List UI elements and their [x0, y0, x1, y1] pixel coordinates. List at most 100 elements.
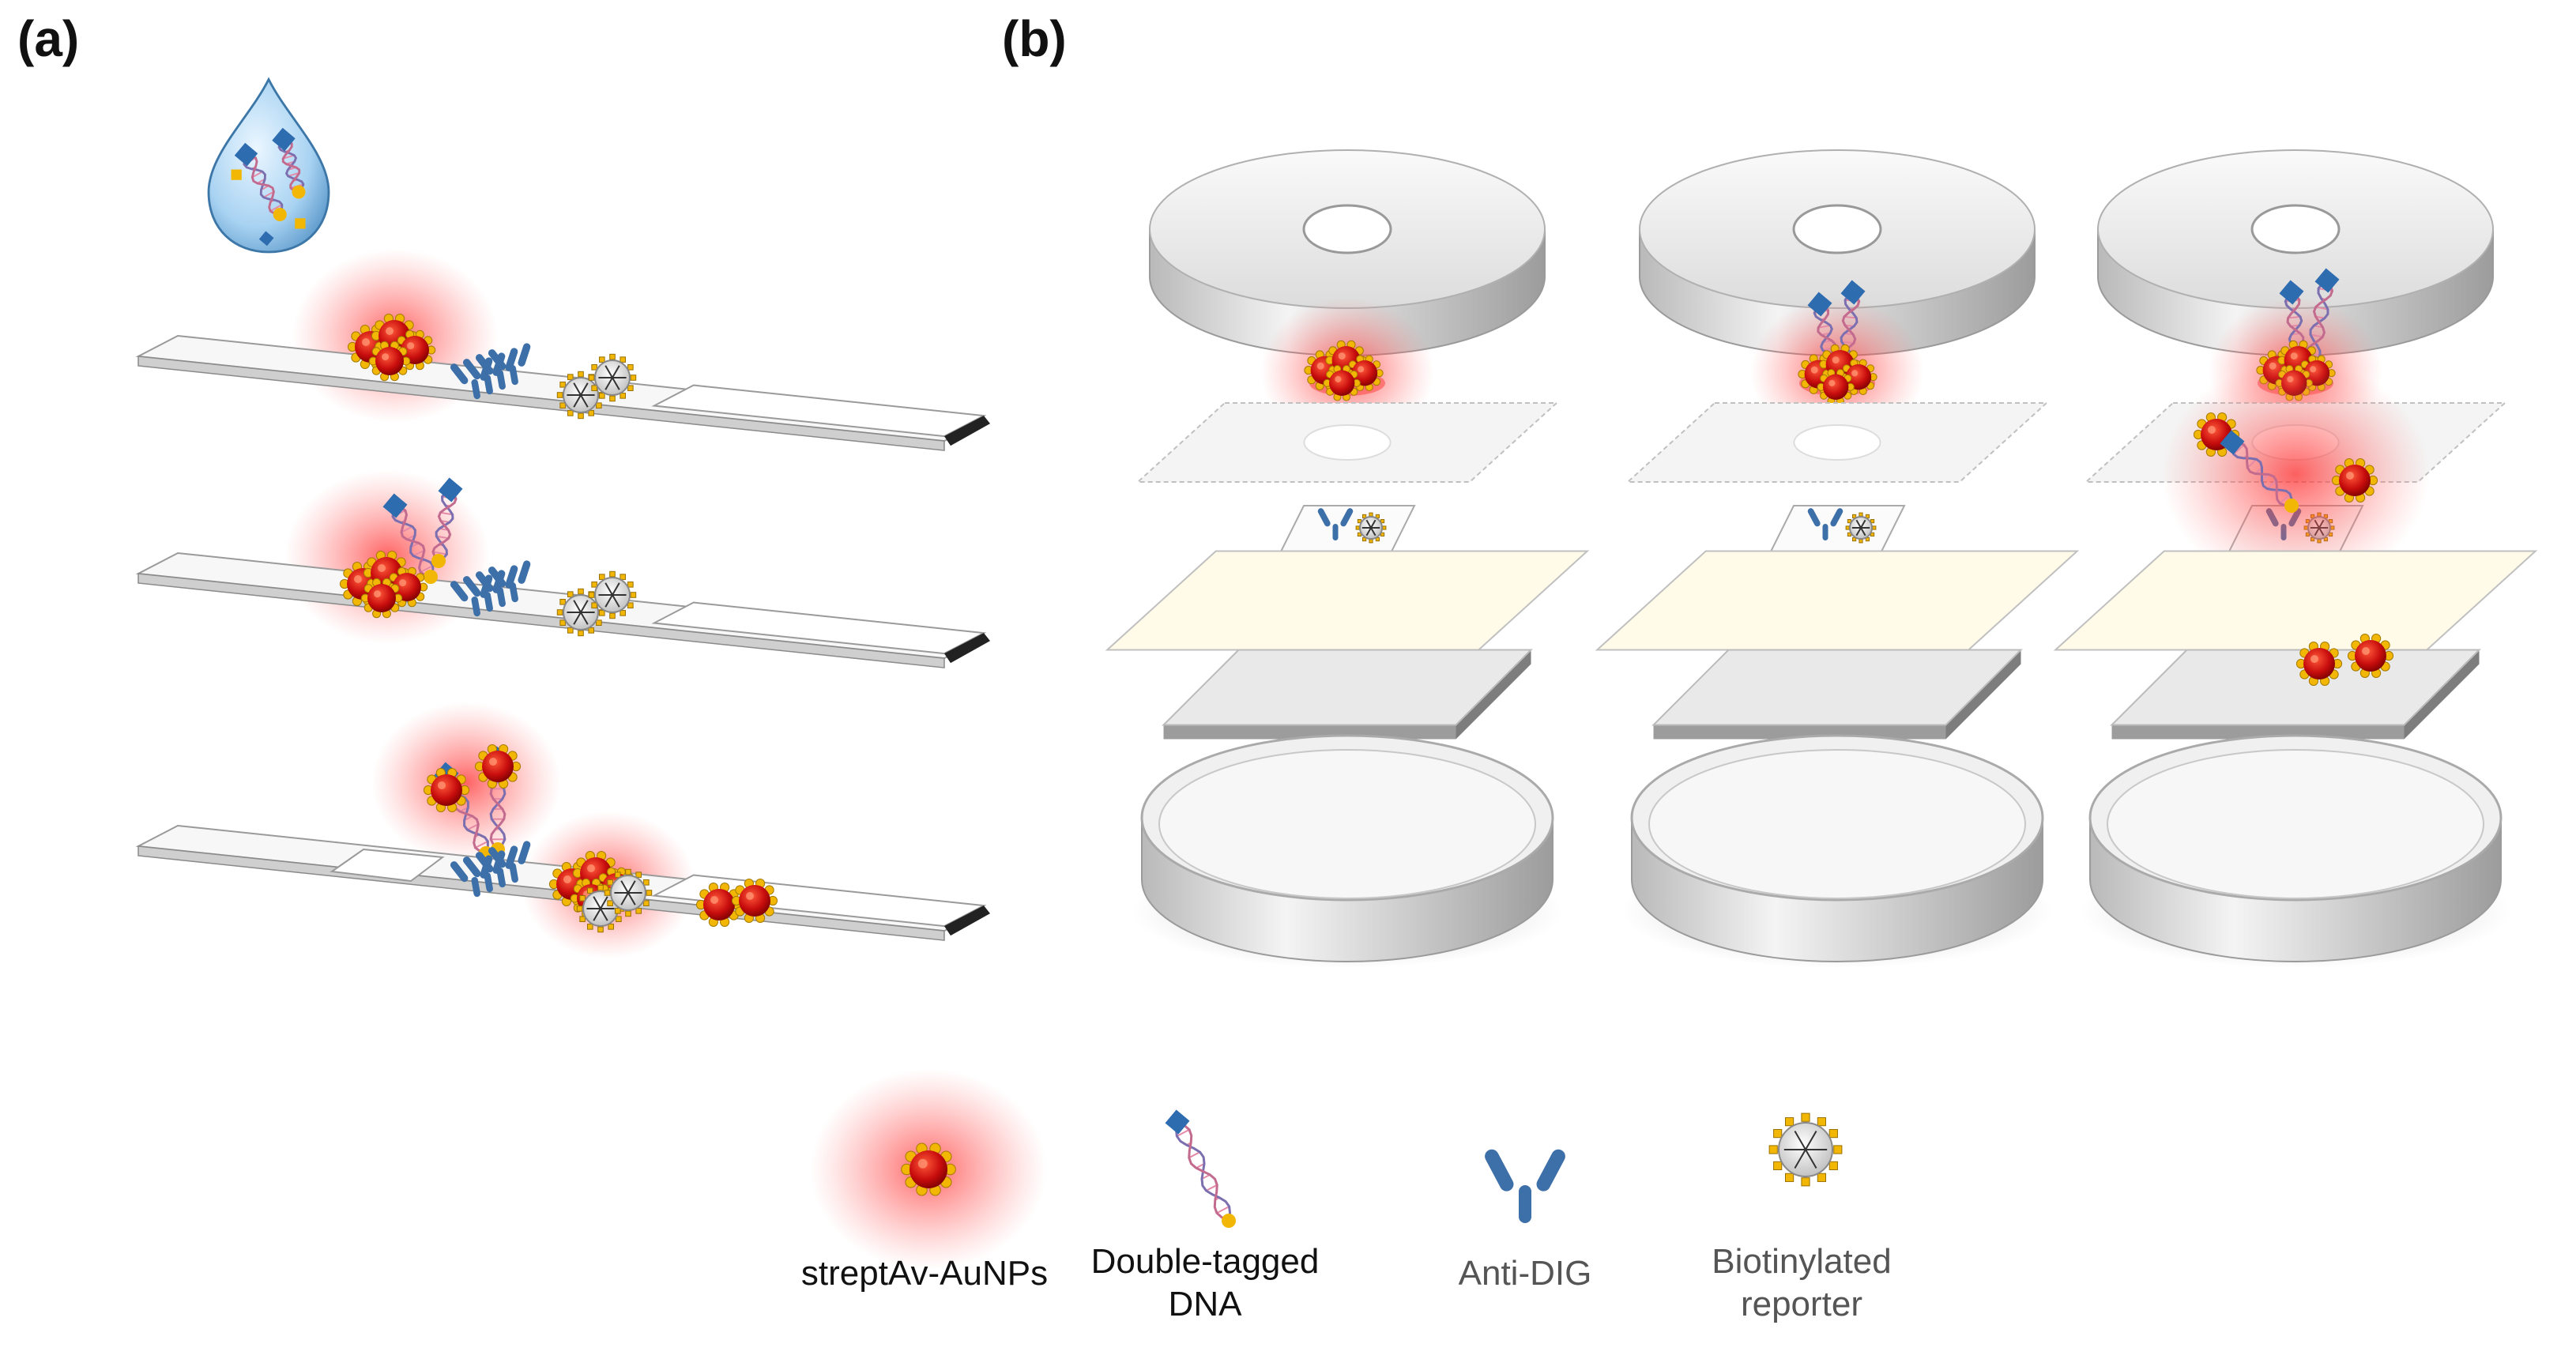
dig-tag [382, 493, 408, 518]
double-tagged-dna-icon [1165, 1109, 1236, 1228]
slab-top [1162, 649, 1533, 726]
biotinylated-reporter [556, 588, 605, 637]
double-tagged-dna [2220, 430, 2299, 513]
biotin-tag [556, 392, 563, 398]
base-pair [251, 171, 263, 179]
biotin-tag [627, 385, 634, 391]
biotin-tag [643, 900, 650, 907]
nanoparticle-cluster [347, 314, 436, 382]
biotin-tag [1852, 536, 1857, 542]
biotin-tag [1870, 519, 1875, 524]
gold-core [482, 751, 514, 782]
dendrimer-branch [612, 582, 620, 596]
highlight [386, 327, 394, 335]
base-pair [269, 204, 283, 213]
dig-tag [2279, 280, 2304, 305]
biotin-tag [567, 627, 574, 634]
antibody-stem [496, 867, 506, 888]
dig-tag [1807, 292, 1832, 317]
dna-strand [431, 489, 458, 562]
biotin-tag [596, 619, 602, 627]
biotin-tag [1801, 1112, 1810, 1122]
base-pair [2315, 306, 2329, 311]
base-pair [2288, 315, 2301, 319]
antibody-stem [1519, 1185, 1531, 1223]
antibody-arm-left [462, 359, 481, 380]
biotin-tag [578, 588, 584, 595]
biotin-tag [630, 592, 637, 598]
slab-top [1651, 649, 2023, 726]
anti-dig-antibody [1807, 508, 1843, 540]
biotin-tag [609, 353, 616, 360]
conjugate-pad-face [1595, 550, 2080, 651]
biotinylated-reporter [556, 371, 605, 420]
anti-dig-antibody [462, 352, 506, 395]
biotin-tag [567, 591, 574, 597]
biotin-tag [1833, 1145, 1843, 1154]
dig-tag [272, 127, 296, 152]
highlight [1851, 370, 1859, 377]
double-tagged-dna [1807, 292, 1840, 378]
strip-positive-flow [135, 702, 990, 959]
highlight [1358, 366, 1365, 373]
double-tagged-dna [382, 493, 438, 584]
absorbent-slab [2110, 649, 2481, 740]
biotinylated-reporter [604, 868, 653, 917]
conjugate-pad [1595, 550, 2080, 651]
membrane-sheet [1135, 402, 1559, 483]
gold-core [367, 584, 396, 612]
biotin-tag [1369, 539, 1373, 544]
anti-dig-antibody [1317, 508, 1354, 540]
dna-strand [2231, 441, 2292, 507]
panel-label-a: (a) [17, 10, 80, 67]
streptav-aunp [2347, 634, 2394, 678]
test-pad [1279, 505, 1416, 554]
conjugate-pad-face [2053, 550, 2538, 651]
membrane-hole [1793, 424, 1881, 461]
antibody-arm-right [518, 841, 531, 864]
ring-inner [1648, 749, 2026, 899]
antibody-stem [496, 369, 506, 390]
biotin-tag [627, 602, 634, 609]
dendrimer-branch [580, 612, 589, 625]
dig-tag [258, 231, 274, 247]
dendrimer-branch [580, 382, 589, 396]
biotin-tag [1828, 1161, 1838, 1171]
base-pair [2246, 458, 2258, 469]
dendrimer-branch [573, 382, 582, 396]
biotin-tag [1785, 1173, 1795, 1182]
biotin-tag [587, 924, 593, 930]
biotin-tag [567, 374, 574, 380]
antibody-stem [509, 364, 518, 386]
double-tagged-dna [272, 127, 306, 199]
biotin-tag [559, 619, 566, 627]
base-pair [2310, 333, 2323, 338]
membrane-sheet [1625, 402, 2049, 483]
biotin-tag [1369, 512, 1373, 517]
streptav-aunp [1817, 369, 1855, 405]
base-pair [1216, 1206, 1230, 1214]
biotin-tag [588, 627, 595, 634]
absorbent-slab [1651, 649, 2023, 740]
biotin-tag [1357, 519, 1362, 524]
biotinylated-reporter [1845, 512, 1877, 544]
conjugate-pad [1105, 550, 1590, 651]
gold-core [2355, 640, 2386, 672]
biotin-tag [635, 908, 642, 914]
biotin-tag [1768, 1145, 1778, 1154]
dendrimer-branch [1805, 1130, 1817, 1150]
double-tagged-dna [431, 477, 463, 568]
biotin-tag [608, 924, 615, 930]
antibody-arm-left [1485, 1149, 1514, 1191]
base-pair [288, 171, 300, 177]
dendrimer-branch [604, 365, 613, 378]
dendrimer-branch [1860, 527, 1866, 536]
biotin-tag [559, 382, 566, 388]
legend-label-biotinylated-reporter: Biotinylated reporter [1712, 1242, 1892, 1323]
biotinylated-reporter-icon [1768, 1112, 1843, 1187]
antibody-arm-right [505, 565, 518, 589]
device-base-ring [1621, 734, 2053, 969]
strip-target-captured [135, 469, 990, 668]
dendrimer-branch [1370, 519, 1377, 529]
test-line-antibodies [450, 343, 531, 400]
